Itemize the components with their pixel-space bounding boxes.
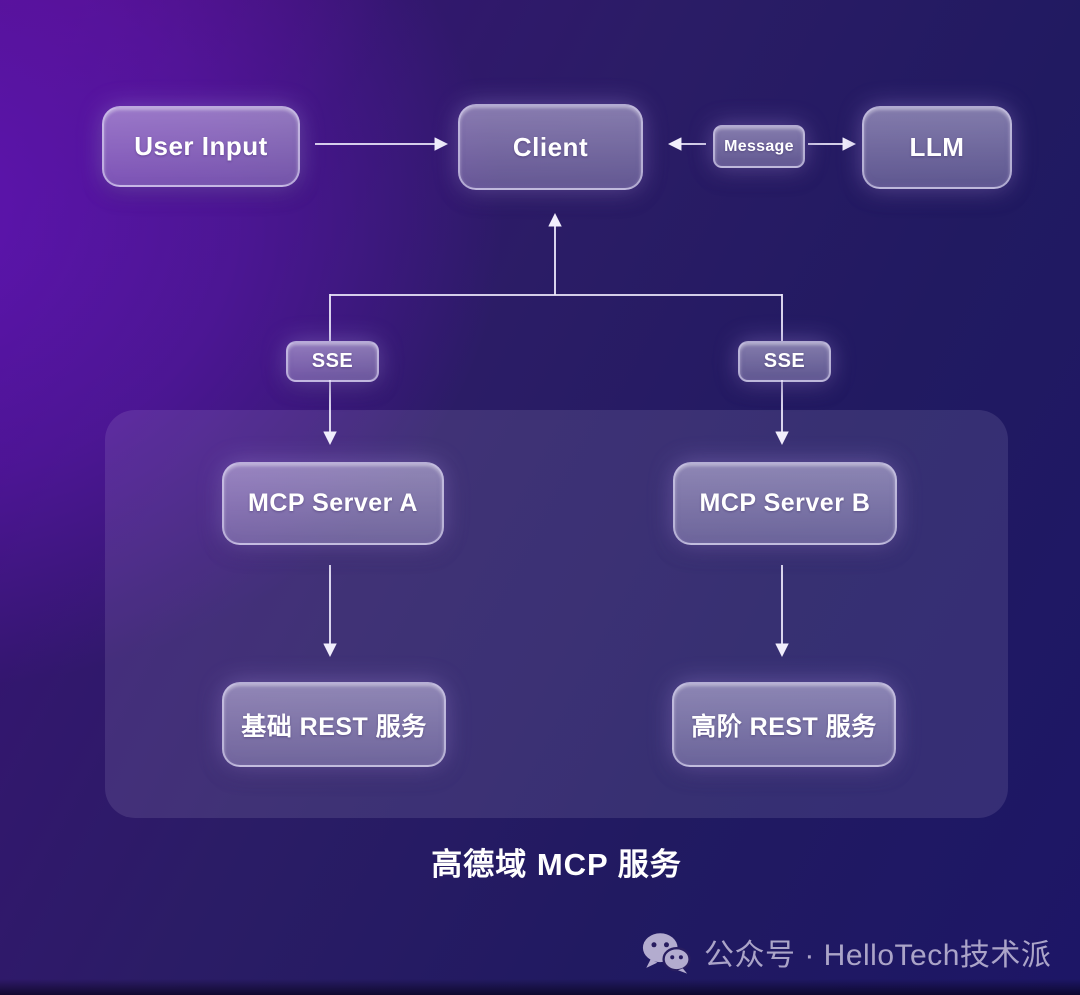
node-sse-right: SSE [738, 341, 831, 382]
node-client: Client [458, 104, 643, 190]
node-user-input: User Input [102, 106, 300, 187]
node-rest-advanced: 高阶 REST 服务 [672, 682, 896, 767]
node-mcp-server-b: MCP Server B [673, 462, 897, 545]
node-rest-basic-label: 基础 REST 服务 [241, 712, 427, 741]
watermark: 公众号 · HelloTech技术派 [641, 930, 1051, 974]
node-mcp-server-a-label: MCP Server A [248, 489, 418, 517]
node-user-input-label: User Input [134, 131, 268, 161]
diagram-caption: 高德域 MCP 服务 [105, 839, 1008, 884]
node-rest-basic: 基础 REST 服务 [222, 682, 446, 767]
node-sse-left: SSE [286, 341, 379, 382]
node-mcp-server-b-label: MCP Server B [699, 489, 871, 517]
node-sse-right-label: SSE [763, 350, 806, 372]
node-sse-left-label: SSE [311, 350, 354, 372]
node-rest-advanced-label: 高阶 REST 服务 [691, 712, 877, 741]
node-client-label: Client [512, 131, 589, 162]
wechat-icon [642, 932, 691, 974]
watermark-text: 公众号 · HelloTech技术派 [704, 939, 1052, 972]
node-llm-label: LLM [909, 132, 965, 162]
diagram-caption-text: 高德域 MCP 服务 [431, 847, 682, 882]
node-mcp-server-a: MCP Server A [222, 462, 444, 545]
node-llm: LLM [862, 106, 1012, 189]
node-message: Message [713, 125, 805, 168]
node-message-label: Message [724, 137, 794, 155]
